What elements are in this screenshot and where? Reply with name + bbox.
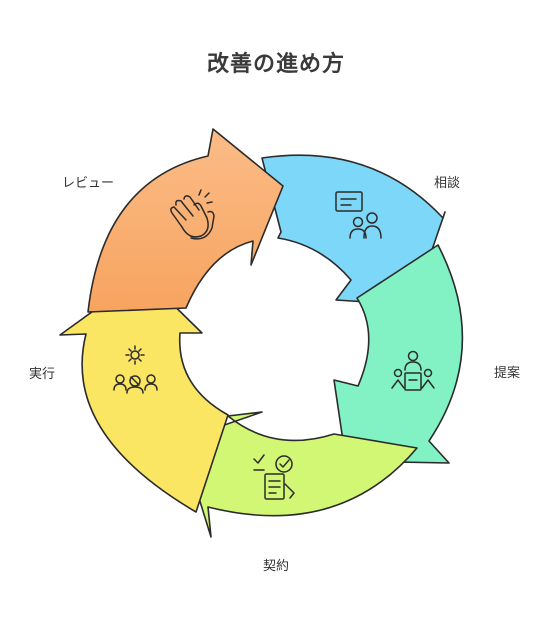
step-label-contract: 契約 — [263, 559, 290, 574]
team-gear-icon — [113, 345, 158, 394]
step-execute-arrow — [59, 274, 229, 513]
step-label-review: レビュー — [62, 176, 115, 191]
step-label-proposal: 提案 — [494, 366, 521, 381]
clapping-hands-icon — [170, 189, 215, 240]
step-label-consult: 相談 — [434, 176, 461, 191]
step-label-execute: 実行 — [29, 367, 56, 382]
step-proposal-arrow — [333, 244, 464, 464]
consultation-icon — [335, 191, 382, 239]
contract-checklist-icon — [253, 454, 295, 500]
meeting-table-icon — [391, 350, 435, 391]
diagram-title: 改善の進め方 — [206, 52, 345, 77]
step-contract-arrow — [180, 411, 418, 538]
